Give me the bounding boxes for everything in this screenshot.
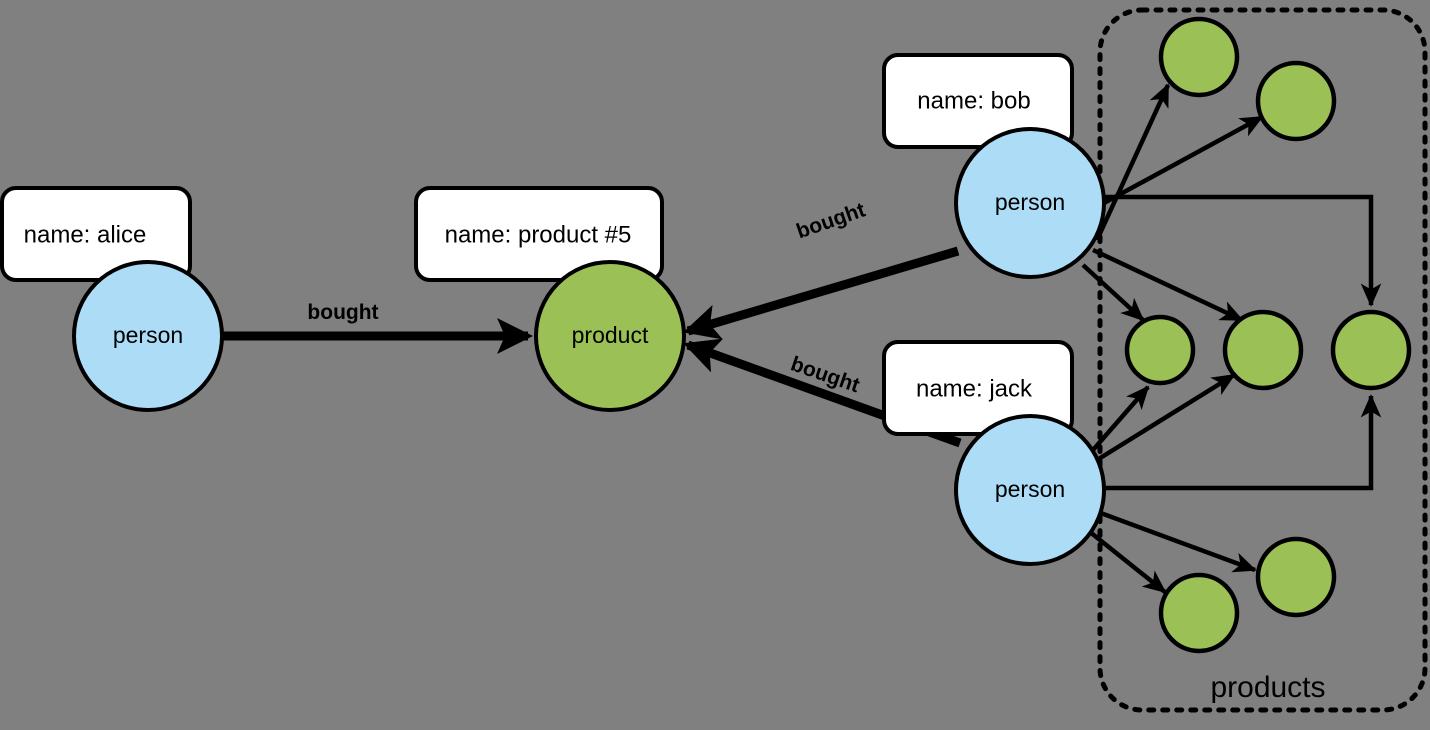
products-cluster	[1124, 16, 1412, 654]
tooltip-bob: name: bob	[882, 53, 1074, 149]
edge-jack-to-product-m2	[1095, 373, 1236, 462]
jack-outgoing-edges	[1088, 373, 1382, 594]
edge-bob-bought-product	[683, 246, 960, 340]
node-product5[interactable]: product	[534, 260, 686, 412]
tooltip-bob-box	[882, 53, 1074, 149]
edge-bob-to-product-b1	[1094, 83, 1171, 241]
product-node-m3[interactable]	[1330, 309, 1412, 391]
bob-outgoing-edges	[1081, 83, 1382, 323]
edge-jack-to-product-m1	[1091, 385, 1150, 452]
node-product5-circle[interactable]	[534, 260, 686, 412]
product-node-b2[interactable]	[1255, 60, 1337, 142]
node-alice[interactable]: person	[72, 260, 224, 412]
tooltip-product5: name: product #5	[414, 186, 664, 282]
edge-jack-to-product-j1	[1088, 530, 1167, 594]
node-alice-circle[interactable]	[72, 260, 224, 412]
product-node-j2[interactable]	[1255, 536, 1337, 618]
tooltip-bob-text: name: bob	[917, 87, 1030, 114]
tooltip-alice-text: name: alice	[24, 221, 147, 248]
edge-jack-to-product-j2	[1097, 509, 1257, 573]
node-bob-label: person	[995, 189, 1065, 215]
product-node-j1[interactable]	[1158, 572, 1240, 654]
tooltip-jack: name: jack	[882, 340, 1074, 436]
edge-label-alice-bought: bought	[307, 301, 378, 324]
product-node-b1[interactable]	[1158, 16, 1240, 98]
edge-bob-to-product-b2	[1102, 115, 1264, 205]
tooltip-product5-text: name: product #5	[445, 221, 632, 248]
products-group: products	[1097, 7, 1428, 713]
tooltip-alice-box	[0, 186, 192, 282]
products-group-border	[1097, 7, 1428, 713]
node-bob-circle[interactable]	[954, 127, 1106, 279]
tooltip-product5-box	[414, 186, 664, 282]
tooltip-jack-text: name: jack	[916, 375, 1033, 402]
node-alice-label: person	[113, 322, 183, 348]
edge-label-bob-bought: bought	[794, 198, 869, 243]
edge-bob-to-product-m1	[1081, 263, 1145, 322]
node-jack-circle[interactable]	[954, 414, 1106, 566]
node-jack-label: person	[995, 476, 1065, 502]
products-group-label: products	[1210, 671, 1325, 704]
tooltip-jack-box	[882, 340, 1074, 436]
edge-bob-to-product-m3	[1104, 194, 1382, 307]
node-product5-label: product	[572, 322, 649, 348]
edge-jack-to-product-m3	[1104, 394, 1382, 491]
node-bob[interactable]: person	[954, 127, 1106, 279]
product-node-m2[interactable]	[1222, 309, 1304, 391]
edge-bob-to-product-m2	[1092, 247, 1244, 323]
tooltip-alice: name: alice	[0, 186, 192, 282]
product-node-m1[interactable]	[1124, 314, 1196, 386]
node-jack[interactable]: person	[954, 414, 1106, 566]
